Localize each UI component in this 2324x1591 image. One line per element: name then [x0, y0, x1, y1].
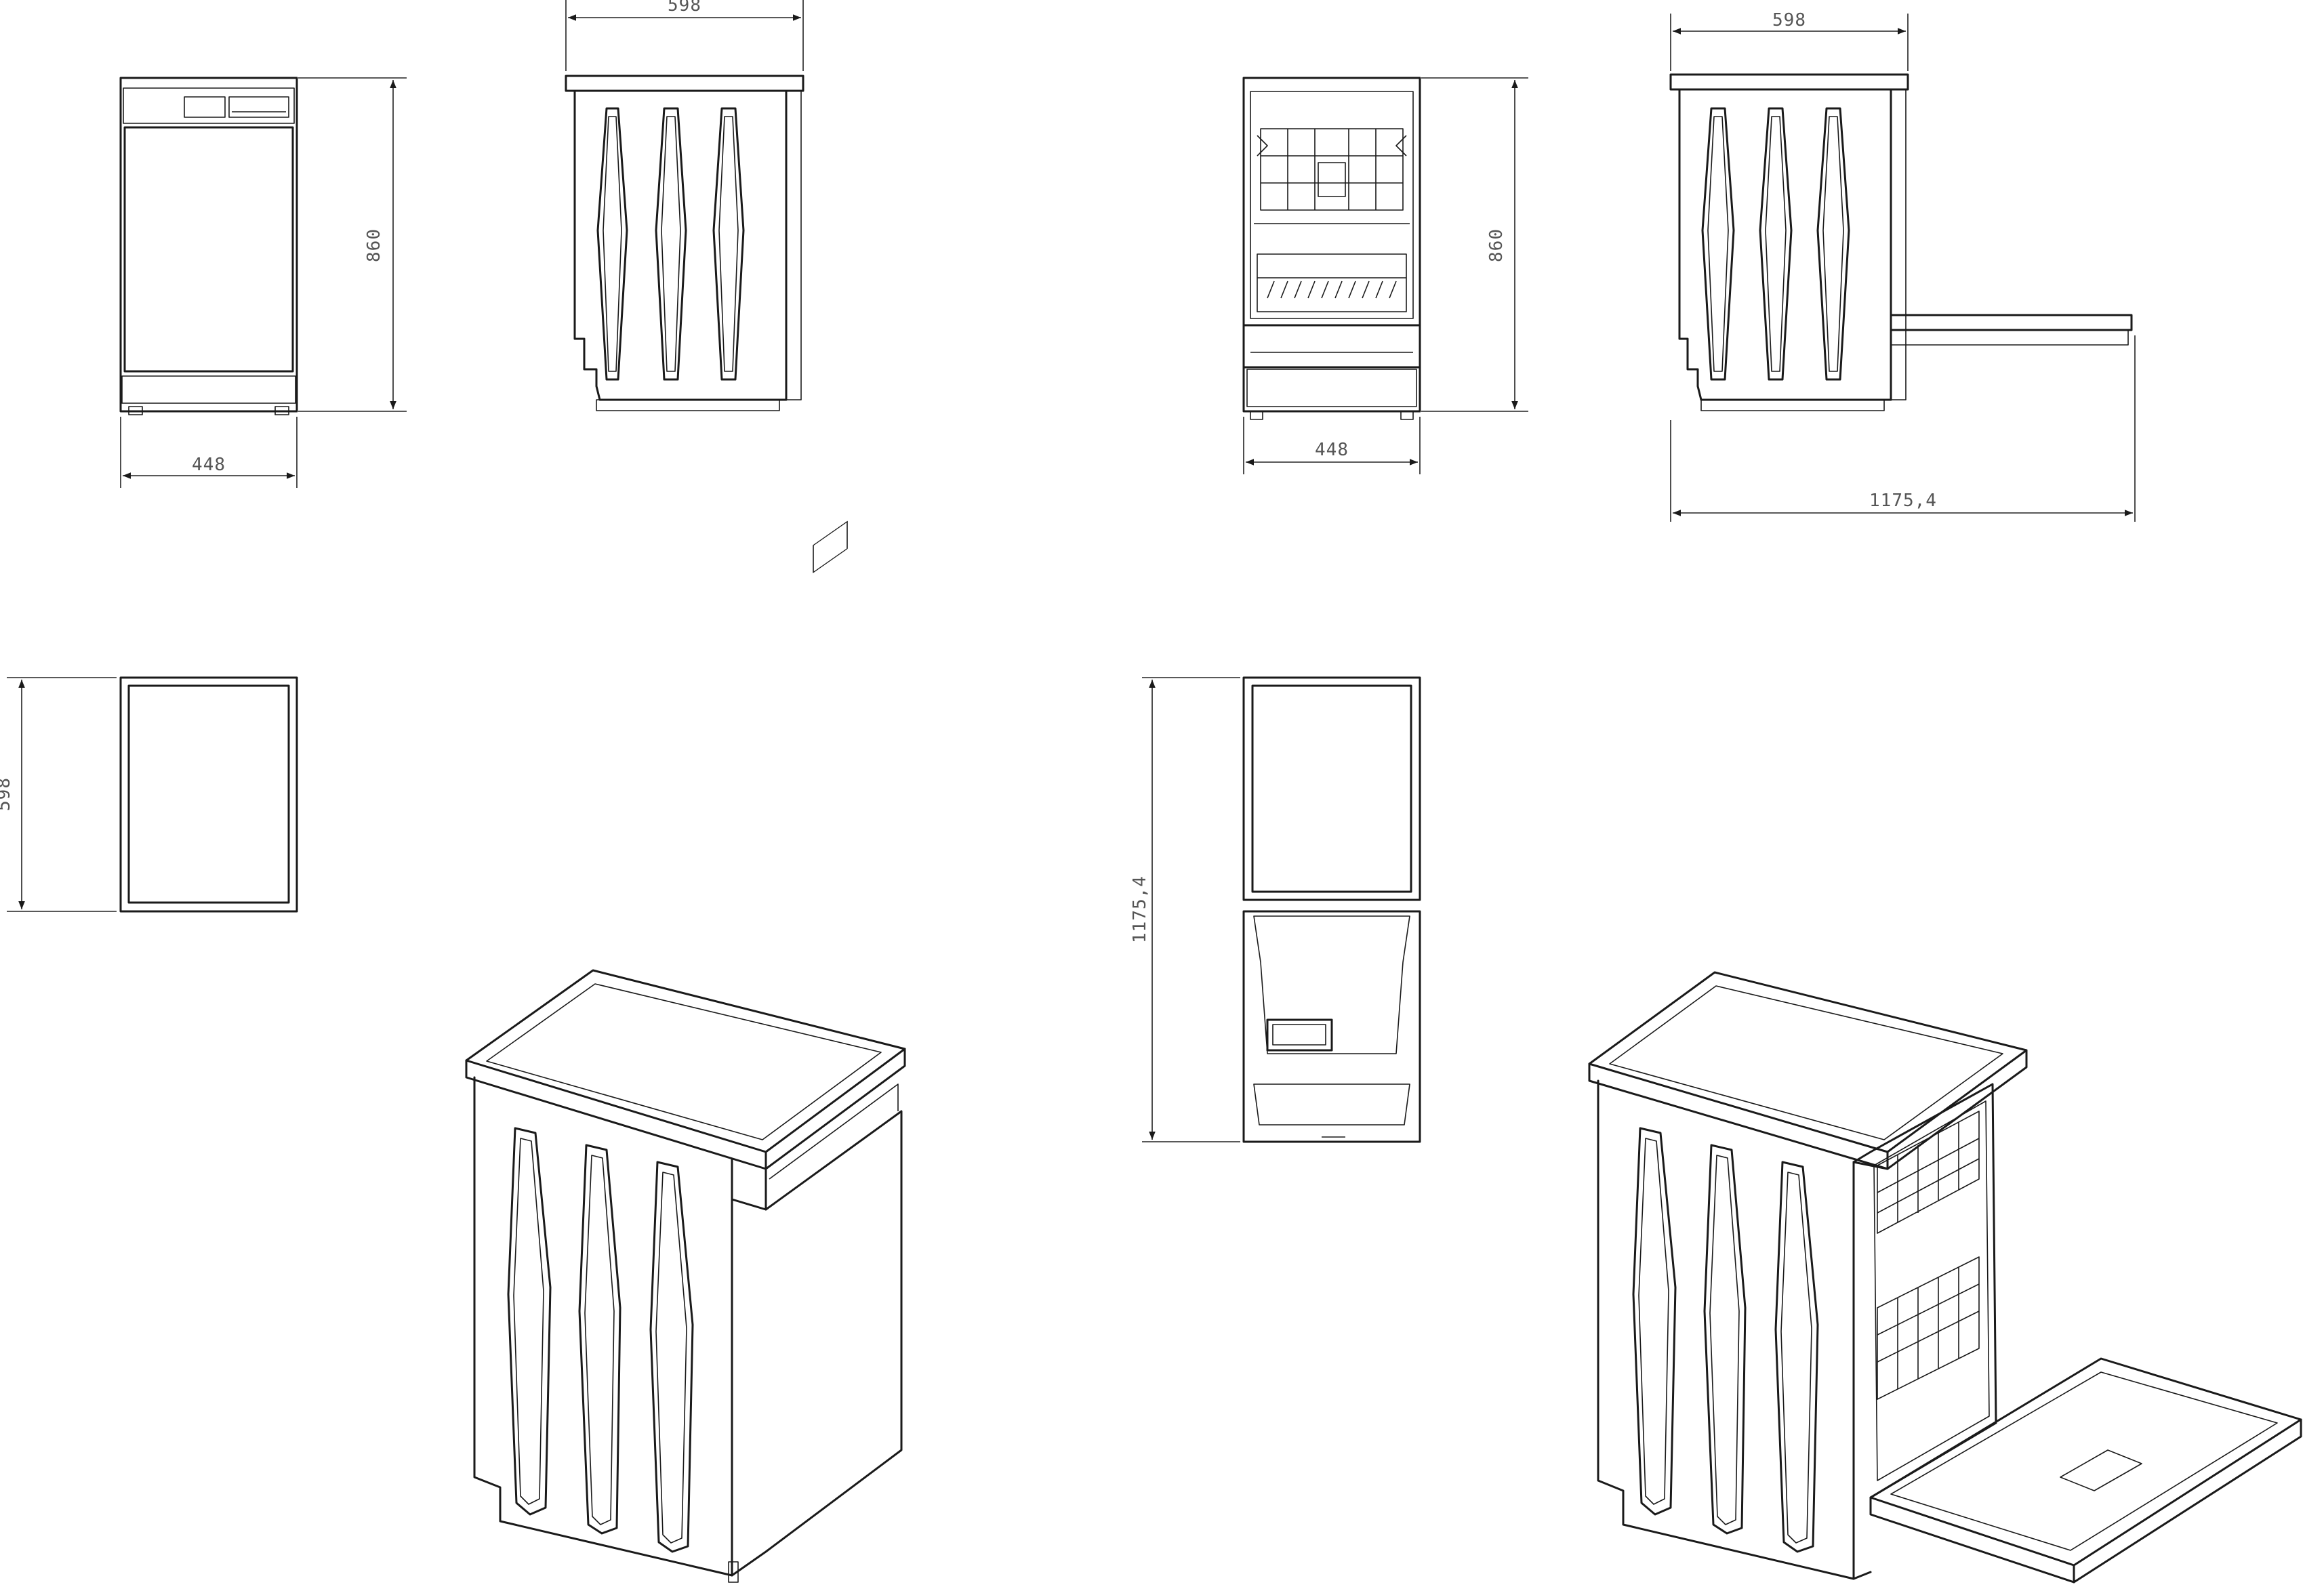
- dim-top-open-total-depth: 1175,4: [1130, 875, 1150, 943]
- front-view-closed: 860 448: [119, 77, 407, 488]
- worktop-top: [465, 969, 906, 1153]
- side-view-closed: 598: [565, 0, 804, 411]
- top-view-open: 1175,4: [1130, 676, 1421, 1143]
- front-view-open: 860 448: [1242, 77, 1528, 474]
- dim-top-closed-depth: 598: [0, 777, 14, 811]
- door-open-top: [1242, 324, 1421, 369]
- dim-side-open-total-depth: 1175,4: [1869, 491, 1937, 511]
- isometric-view-open: [1588, 971, 2302, 1584]
- side-open-embossing-ribs: [1701, 107, 1850, 381]
- dispenser-outline: [1266, 1018, 1333, 1052]
- iso-door-dispenser: [2060, 1449, 2142, 1491]
- dim-front-closed-width: 448: [192, 455, 226, 475]
- door-panel: [123, 126, 294, 373]
- iso-baskets: [1877, 1111, 1980, 1400]
- dim-front-open-height: 860: [1486, 228, 1507, 262]
- dim-front-closed-height: 860: [364, 228, 384, 262]
- side-embossing-ribs: [596, 107, 745, 381]
- dim-side-open-depth: 598: [1772, 10, 1806, 30]
- upper-basket: [1257, 128, 1407, 211]
- door-open-profile: [1890, 314, 2133, 331]
- tub-interior: [1250, 91, 1414, 319]
- lower-basket: [1257, 253, 1407, 312]
- control-panel-buttons: [228, 96, 289, 118]
- iso-side-embossing: [507, 1127, 694, 1553]
- side-view-open: 598 1175,4: [1669, 10, 2136, 522]
- iso-open-side-embossing: [1632, 1127, 1819, 1553]
- isometric-view-closed: [465, 520, 906, 1583]
- worktop-top-open: [1588, 971, 2028, 1153]
- top-view-closed: 598: [0, 676, 298, 913]
- iso-control-panel: [813, 520, 848, 573]
- dim-side-closed-depth: 598: [668, 0, 701, 16]
- control-panel-display: [184, 96, 226, 118]
- iso-open-door: [1869, 1357, 2302, 1567]
- dim-front-open-width: 448: [1315, 440, 1349, 460]
